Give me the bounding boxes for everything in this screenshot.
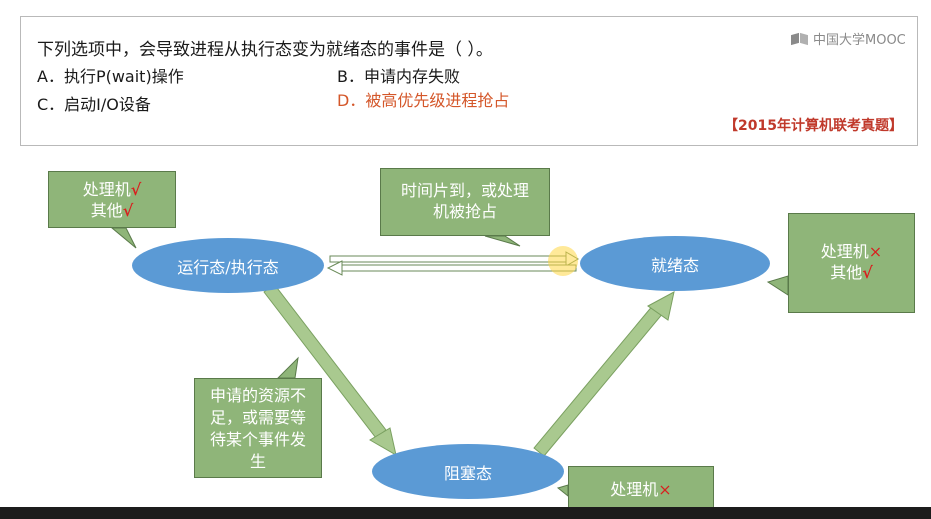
cross-mark: × xyxy=(658,480,672,499)
option-d[interactable]: D．被高优先级进程抢占 xyxy=(337,91,510,110)
running-res-other: 其他 xyxy=(90,201,123,220)
arrow-ready-to-running xyxy=(326,260,577,276)
preempt-line-1: 时间片到，或处理 xyxy=(400,181,529,200)
question-box: 下列选项中，会导致进程从执行态变为就绪态的事件是（ ）。 A．执行P(wait)… xyxy=(20,16,918,146)
blocked-res-cpu: 处理机 xyxy=(610,480,659,499)
option-c[interactable]: C．启动I/O设备 xyxy=(37,95,151,114)
preempt-line-2: 机被抢占 xyxy=(432,202,497,221)
mooc-logo-text: 中国大学MOOC xyxy=(813,33,906,48)
blocked-callout-tail xyxy=(556,484,569,498)
block-line-1: 申请的资源不 xyxy=(209,386,306,405)
state-blocked: 阻塞态 xyxy=(372,444,564,499)
block-callout-tail xyxy=(276,356,299,379)
ready-res-cpu: 处理机 xyxy=(820,242,869,261)
block-line-2: 足，或需要等 xyxy=(209,408,306,427)
question-text: 下列选项中，会导致进程从执行态变为就绪态的事件是（ ）。 xyxy=(37,40,493,60)
block-transition-callout: 申请的资源不 足，或需要等 待某个事件发 生 xyxy=(194,378,322,478)
state-running: 运行态/执行态 xyxy=(132,238,324,293)
state-ready-label: 就绪态 xyxy=(650,255,699,275)
blocked-resources-callout: 处理机× xyxy=(568,466,714,510)
state-ready: 就绪态 xyxy=(580,236,770,291)
arrow-blocked-to-ready xyxy=(533,291,675,457)
cross-mark: × xyxy=(868,242,883,261)
option-a[interactable]: A．执行P(wait)操作 xyxy=(37,67,184,86)
arrow-running-to-ready xyxy=(329,251,579,267)
pointer-highlight xyxy=(548,246,578,276)
state-running-label: 运行态/执行态 xyxy=(177,257,279,277)
running-callout-tail xyxy=(110,227,137,249)
running-res-cpu: 处理机 xyxy=(82,180,131,199)
state-blocked-label: 阻塞态 xyxy=(443,463,492,483)
block-line-4: 生 xyxy=(249,452,266,471)
ready-callout-tail xyxy=(766,275,789,296)
block-line-3: 待某个事件发 xyxy=(209,430,306,449)
check-mark: √ xyxy=(862,263,873,282)
check-mark: √ xyxy=(130,180,142,199)
mooc-logo: 中国大学MOOC xyxy=(791,29,906,48)
preempt-callout-tail xyxy=(484,235,521,247)
preempt-transition-callout: 时间片到，或处理 机被抢占 xyxy=(380,168,550,236)
video-control-bar[interactable] xyxy=(0,507,931,519)
exam-tag: 【2015年计算机联考真题】 xyxy=(724,118,903,134)
option-b[interactable]: B．申请内存失败 xyxy=(337,67,460,86)
ready-res-other: 其他 xyxy=(830,263,863,282)
running-resources-callout: 处理机√ 其他√ xyxy=(48,171,176,228)
check-mark: √ xyxy=(122,201,134,220)
ready-resources-callout: 处理机× 其他√ xyxy=(788,213,915,313)
